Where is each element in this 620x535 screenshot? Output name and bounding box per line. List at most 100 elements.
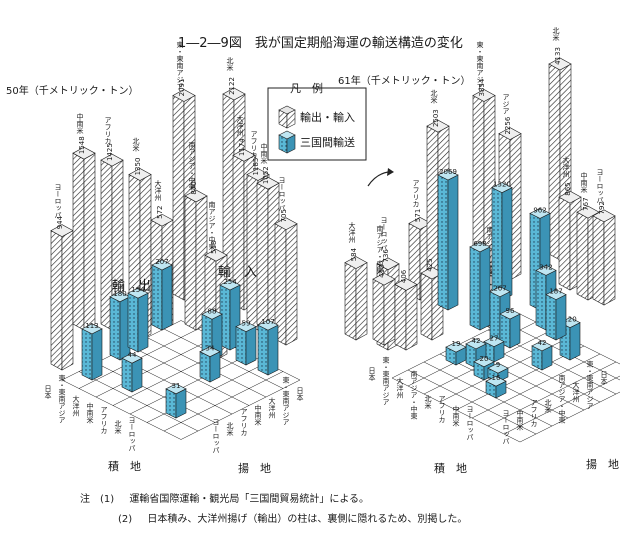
chart1-bar-hatch-value-9: 870: [190, 181, 198, 194]
chart2-bar-hatch-value-6: 4133: [554, 47, 562, 65]
chart1-bar-hatch-10: [256, 176, 280, 331]
chart1-bar-hatch-value-6: 2122: [228, 77, 236, 95]
chart2-axis-loading-cat-5: アフリカ: [438, 395, 446, 423]
chart1-bar-dots-6: [235, 321, 257, 366]
chart1-bar-hatch-value-10: 1052: [262, 166, 270, 184]
chart2-axis-loading-cat-6: 中南米: [452, 405, 460, 428]
chart1-bar-hatch-0: [50, 224, 74, 371]
note-2-label: (2): [118, 514, 133, 525]
legend-swatch-dots: [278, 130, 296, 154]
chart2-axis-loading-cat-2: 大洋州: [396, 377, 404, 399]
chart1-bar-dots-value-7: 107: [261, 318, 274, 326]
chart2-bar-dots-2: [469, 241, 491, 331]
chart1-bar-hatch-label-0: ヨーロッパ: [54, 183, 62, 218]
legend-label-hatch: 輸出・輸入: [300, 110, 355, 124]
chart1-bar-hatch-label-8: アフリカ: [250, 131, 258, 159]
chart1-bar-hatch-label-1: 中南米: [76, 112, 84, 135]
chart1-axis-unloading-cat-0: 日本: [296, 387, 304, 402]
chart2-axis-unloading-cat-0: 日本: [600, 371, 608, 386]
chart2-axis-unloading-cat-2: 大洋州: [572, 381, 580, 403]
chart1-bar-dots-value-6: 59: [242, 320, 251, 328]
chart1-bar-dots-value-4: 254: [223, 278, 237, 286]
chart1-bar-hatch-label-4: 大洋州: [154, 179, 162, 201]
chart2-axis-loading-cat-3: 南アジア・中東: [410, 370, 418, 421]
chart2-axis-loading-cat-0: 日本: [368, 367, 376, 382]
chart1-bar-dots-8: [121, 352, 143, 393]
legend-title: 凡 例: [290, 81, 323, 95]
chart2-bar-hatch-value-11: 425: [426, 258, 434, 271]
chart1-bar-dots-value-1: 180: [113, 290, 126, 298]
chart1-bars: 944ヨーロッパ1548中南米1425アフリカ1350北米572大洋州2091東…: [50, 40, 298, 419]
chart1-axis-loading-cat-3: 中南米: [86, 402, 94, 425]
chart2-bar-hatch-label-2: アフリカ: [412, 179, 420, 207]
chart2-axis-loading-title: 積 地: [434, 461, 467, 475]
chart-1986: 61年（千メトリック・トン） 584大洋州736ヨーロッパ571アフリカ2503…: [338, 27, 620, 475]
chart1-axis-loading-title: 積 地: [108, 459, 141, 473]
chart1-bar-hatch-value-7: 1174: [238, 138, 246, 156]
chart2-bar-dots-13: [531, 340, 553, 371]
chart1-axis-unloading-cat-5: 北米: [226, 422, 234, 437]
chart1-axis-loading-cat-1: 東・東南アジア: [58, 374, 66, 424]
chart2-bar-dots-value-2: 698: [473, 240, 486, 248]
chart2-bar-hatch-label-7: 大洋州: [562, 156, 570, 178]
chart1-bar-hatch-value-0: 944: [56, 215, 64, 229]
chart1-bar-dots-10: [165, 383, 187, 419]
chart2-bar-dots-8: [499, 308, 521, 349]
chart2-bar-dots-value-12: 20: [480, 355, 489, 363]
chart2-bar-hatch-value-4: 3854: [478, 78, 486, 96]
transition-arrow: [367, 168, 394, 187]
chart2-bar-hatch-10: [372, 272, 396, 346]
chart2-axis-unloading-cat-6: 中南米: [516, 409, 524, 432]
chart1-bar-hatch-value-8: 1185: [252, 158, 260, 176]
chart1-axis-unloading-title: 揚 地: [238, 462, 271, 475]
note-1-text: 運輸省国際運輸・観光局「三国間貿易統計」による。: [129, 494, 370, 505]
chart2-bar-dots-value-5: 267: [493, 285, 506, 293]
chart2-bar-hatch-value-9: 792: [598, 201, 606, 214]
chart1-bar-dots-value-5: 88: [208, 307, 217, 315]
chart1-bar-dots-value-0: 113: [85, 322, 98, 330]
chart1-bar-hatch-label-6: 北米: [226, 57, 234, 72]
chart1-bar-hatch-value-2: 1425: [106, 143, 114, 161]
chart2-bar-hatch-label-0: 大洋州: [348, 221, 356, 243]
chart1-bar-hatch-value-4: 572: [156, 205, 164, 218]
chart1-bar-dots-9: [199, 346, 221, 383]
chart2-bar-dots-value-6: 120: [563, 316, 576, 324]
chart2-bar-dots-value-11: 19: [452, 340, 461, 348]
chart2-bar-hatch-label-8: 中南米: [580, 171, 588, 194]
chart1-bar-hatch-label-10: 中南米: [260, 142, 268, 165]
chart2-bar-hatch-value-0: 584: [350, 247, 358, 261]
chart2-bar-dots-value-10: 42: [472, 337, 481, 345]
chart2-title: 61年（千メトリック・トン）: [338, 74, 471, 87]
legend-label-dots: 三国間輸送: [300, 135, 355, 149]
chart-1975: 50年（千メトリック・トン） 944ヨーロッパ1548中南米1425アフリカ13…: [6, 40, 304, 475]
chart1-bar-hatch-1: [72, 146, 96, 331]
chart1-axis-unloading-cat-6: ヨーロッパ: [212, 419, 220, 454]
note-1-label: 注 (1): [80, 494, 115, 505]
chart2-bar-hatch-value-2: 571: [414, 209, 422, 222]
figure-title: 1―2―9図 我が国定期船海運の輸送構造の変化: [178, 35, 463, 51]
legend-swatch-hatch: [278, 105, 296, 129]
chart1-bar-hatch-value-12: 518: [210, 240, 218, 253]
chart2-bar-hatch-value-5: 2256: [504, 116, 512, 134]
chart1-bar-dots-value-10: 31: [172, 382, 181, 390]
chart1-axis-loading-cat-4: アフリカ: [100, 406, 108, 434]
chart1-bar-dots-3: [151, 259, 173, 331]
chart1-bar-hatch-label-11: ヨーロッパ: [278, 176, 286, 211]
chart1-bar-dots-value-9: 34: [206, 345, 215, 353]
chart1-bar-dots-0: [81, 323, 103, 381]
chart1-bar-hatch-label-3: 北米: [132, 137, 140, 152]
chart1-axis-unloading-cat-2: 大洋州: [268, 397, 276, 419]
note-2-text: 日本積み、大洋州揚げ（輸出）の柱は、裏側に隠れるため、別掲した。: [147, 514, 468, 525]
chart1-axis-unloading-cat-3: 中南米: [254, 404, 262, 427]
chart1-axis-labels: 日本東・東南アジア大洋州中南米アフリカ北米ヨーロッパ日本東・東南アジア大洋州中南…: [44, 374, 304, 454]
chart1-bar-hatch-9: [184, 189, 208, 331]
chart1-bar-hatch-value-5: 2091: [178, 79, 186, 97]
chart1-bar-hatch-label-5: 東・東南アジア: [176, 40, 184, 90]
chart2-bar-dots-value-7: 187: [549, 288, 562, 296]
chart2-bar-dots-value-8: 96: [506, 307, 515, 315]
legend: 凡 例 輸出・輸入 三国間輸送: [267, 81, 367, 161]
chart2-bar-hatch-label-4: 東・東南アジア: [476, 40, 484, 90]
chart1-bar-hatch-label-2: アフリカ: [104, 116, 112, 144]
